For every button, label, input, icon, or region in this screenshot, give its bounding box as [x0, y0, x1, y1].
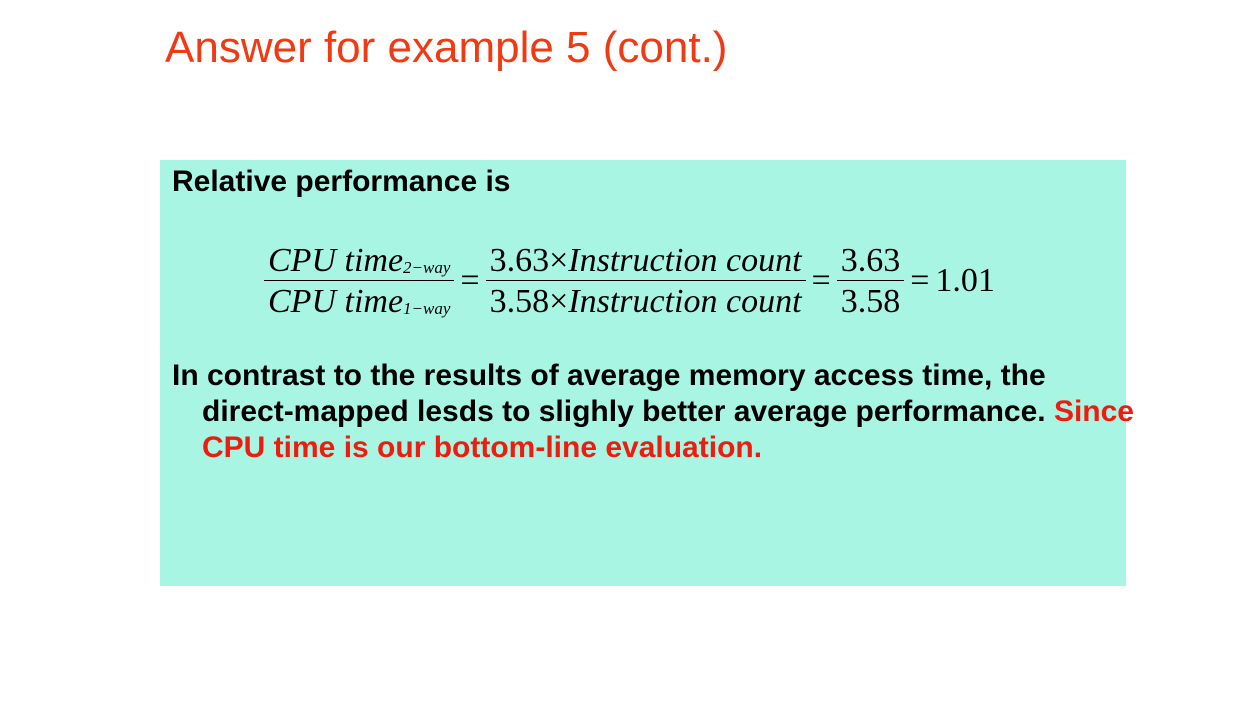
cpu-time-2way-subscript: 2−way [403, 258, 451, 277]
equals-sign-2: = [811, 262, 831, 300]
numerator-factor: 3.63 [489, 242, 550, 279]
cpu-time-1way-subscript: 1−way [403, 299, 451, 319]
cpu-time-2way: CPU time2−way [264, 242, 455, 282]
cpu-time-1way-label: CPU time [268, 283, 404, 321]
numerator-instruction-count: Instruction count [568, 242, 802, 279]
cpu-time-2way-label: CPU time [268, 242, 404, 279]
denominator-factor: 3.58 [489, 283, 550, 321]
intro-text: Relative performance is [172, 165, 511, 198]
simplified-fraction: 3.63 3.58 [836, 242, 905, 321]
equals-sign-3: = [910, 262, 930, 300]
equation-result: 1.01 [935, 262, 995, 300]
instruction-count-fraction: 3.63×Instruction count 3.58×Instruction … [485, 242, 806, 321]
denominator-instruction-count: Instruction count [568, 283, 802, 321]
slide-title: Answer for example 5 (cont.) [165, 23, 728, 72]
relative-performance-equation: CPU time2−way CPU time1−way = 3.63×Instr… [264, 242, 995, 321]
content-box: Relative performance is CPU time2−way CP… [160, 160, 1134, 586]
simplified-numerator: 3.63 [836, 242, 905, 282]
conclusion-paragraph: In contrast to the results of average me… [172, 358, 1137, 466]
equals-sign-1: = [460, 262, 480, 300]
conclusion-text: In contrast to the results of average me… [172, 359, 1046, 428]
instruction-count-numerator: 3.63×Instruction count [485, 242, 806, 282]
instruction-count-denominator: 3.58×Instruction count [486, 281, 806, 320]
conclusion-highlight: Since CPU time is our bottom-line evalua… [202, 395, 1134, 464]
cpu-time-1way: CPU time1−way [264, 281, 454, 320]
denominator-times-sign: × [549, 283, 569, 321]
numerator-times-sign: × [549, 242, 569, 279]
cpu-time-ratio-fraction: CPU time2−way CPU time1−way [264, 242, 455, 321]
simplified-denominator: 3.58 [840, 283, 901, 321]
